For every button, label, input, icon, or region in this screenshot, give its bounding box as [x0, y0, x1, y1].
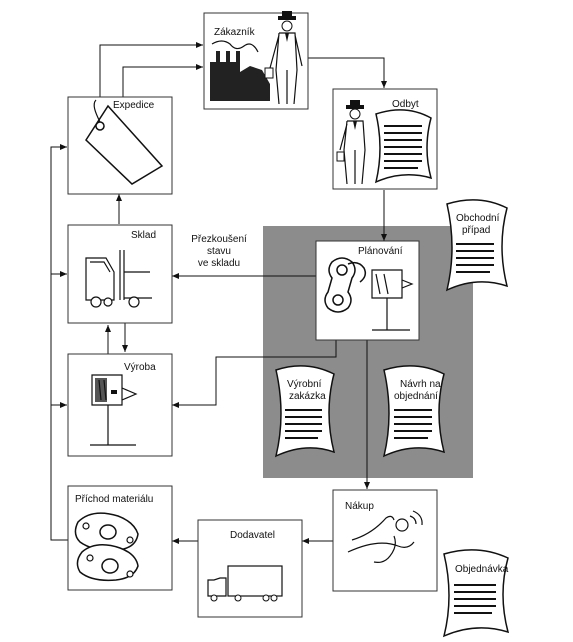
- person-phone-icon: [347, 510, 423, 563]
- businessman-icon: [264, 11, 303, 105]
- edge-label-line2: stavu: [207, 246, 231, 257]
- node-expedice-box: [67, 96, 173, 195]
- node-dodavatel: Dodavatel: [197, 519, 303, 618]
- truck-icon: [207, 565, 283, 602]
- doc-navrh-line2: objednání: [394, 391, 438, 402]
- edge-expedice-zakaznik-2: [122, 64, 203, 97]
- edge-zakaznik-odbyt: [308, 57, 387, 88]
- node-nakup: Nákup: [332, 489, 438, 592]
- node-nakup-label: Nákup: [345, 501, 374, 512]
- doc-navrh-line1: Návrh na: [400, 379, 441, 390]
- node-dodavatel-label: Dodavatel: [230, 530, 275, 541]
- node-expedice: Expedice: [67, 96, 173, 195]
- node-sklad-label: Sklad: [131, 230, 156, 241]
- node-expedice-label: Expedice: [113, 100, 155, 111]
- doc-vyrobni-zakazka-line1: Výrobní: [287, 379, 322, 390]
- gaskets-icon: [74, 512, 139, 582]
- node-planovani-label: Plánování: [358, 246, 403, 257]
- doc-objednavka-label: Objednávka: [455, 564, 509, 575]
- edge-planovani-vyroba: [172, 340, 337, 408]
- gasket-icon: [324, 257, 367, 313]
- tag-icon: [85, 99, 164, 185]
- doc-navrh-na-objednani: Návrh na objednání: [382, 365, 446, 458]
- node-nakup-box: [332, 489, 438, 592]
- edge-label-line3: ve skladu: [198, 258, 240, 269]
- salesman-icon: [336, 100, 366, 185]
- doc-objednavka: Objednávka: [442, 549, 510, 638]
- node-prichod: Příchod materiálu: [67, 485, 173, 591]
- connectors: [50, 42, 387, 544]
- node-zakaznik-label: Zákazník: [214, 27, 256, 38]
- node-sklad: Sklad: [67, 224, 173, 324]
- doc-obchodni-pripad-line1: Obchodní: [456, 213, 500, 224]
- doc-vyrobni-zakazka: Výrobní zakázka: [274, 365, 336, 458]
- node-vyroba: Výroba: [67, 353, 173, 457]
- node-odbyt: Odbyt: [332, 88, 438, 190]
- drill-press-icon: [90, 374, 138, 446]
- edge-label-prezkouseni: Přezkoušení stavu ve skladu: [191, 234, 247, 269]
- forklift-icon: [85, 250, 152, 308]
- doc-obchodni-pripad: Obchodní případ: [445, 199, 509, 292]
- document-icon: [374, 109, 433, 184]
- doc-vyrobni-zakazka-line2: zakázka: [289, 391, 326, 402]
- doc-obchodni-pripad-line2: případ: [462, 225, 490, 236]
- node-planovani: Plánování: [315, 240, 420, 341]
- node-zakaznik: Zákazník: [203, 11, 309, 110]
- machine-icon: [371, 269, 414, 331]
- edge-prichod-loop: [50, 144, 69, 541]
- node-odbyt-label: Odbyt: [392, 99, 419, 110]
- node-vyroba-label: Výroba: [124, 362, 156, 373]
- edge-label-line1: Přezkoušení: [191, 234, 247, 245]
- edge-expedice-zakaznik-1: [99, 42, 203, 97]
- factory-icon: [210, 40, 270, 101]
- node-prichod-label: Příchod materiálu: [75, 494, 153, 505]
